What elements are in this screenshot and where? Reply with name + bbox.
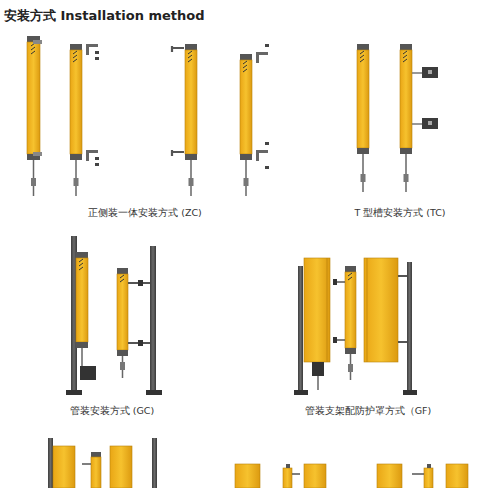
page-title: 安装方式 Installation method <box>4 7 204 25</box>
zc-sensors <box>27 36 269 196</box>
method-caption: 管装安装方式 (GC) <box>70 405 154 418</box>
method-caption: T 型槽安装方式 (TC) <box>354 207 445 220</box>
tc-sensors <box>357 44 438 192</box>
method-caption: 管装支架配防护罩方式（GF) <box>305 405 432 418</box>
gc-sensors <box>66 236 162 395</box>
gf-sensors <box>294 258 417 395</box>
method-caption: 正侧装一体安装方式 (ZC) <box>88 207 202 220</box>
row3-sensors <box>48 438 468 488</box>
